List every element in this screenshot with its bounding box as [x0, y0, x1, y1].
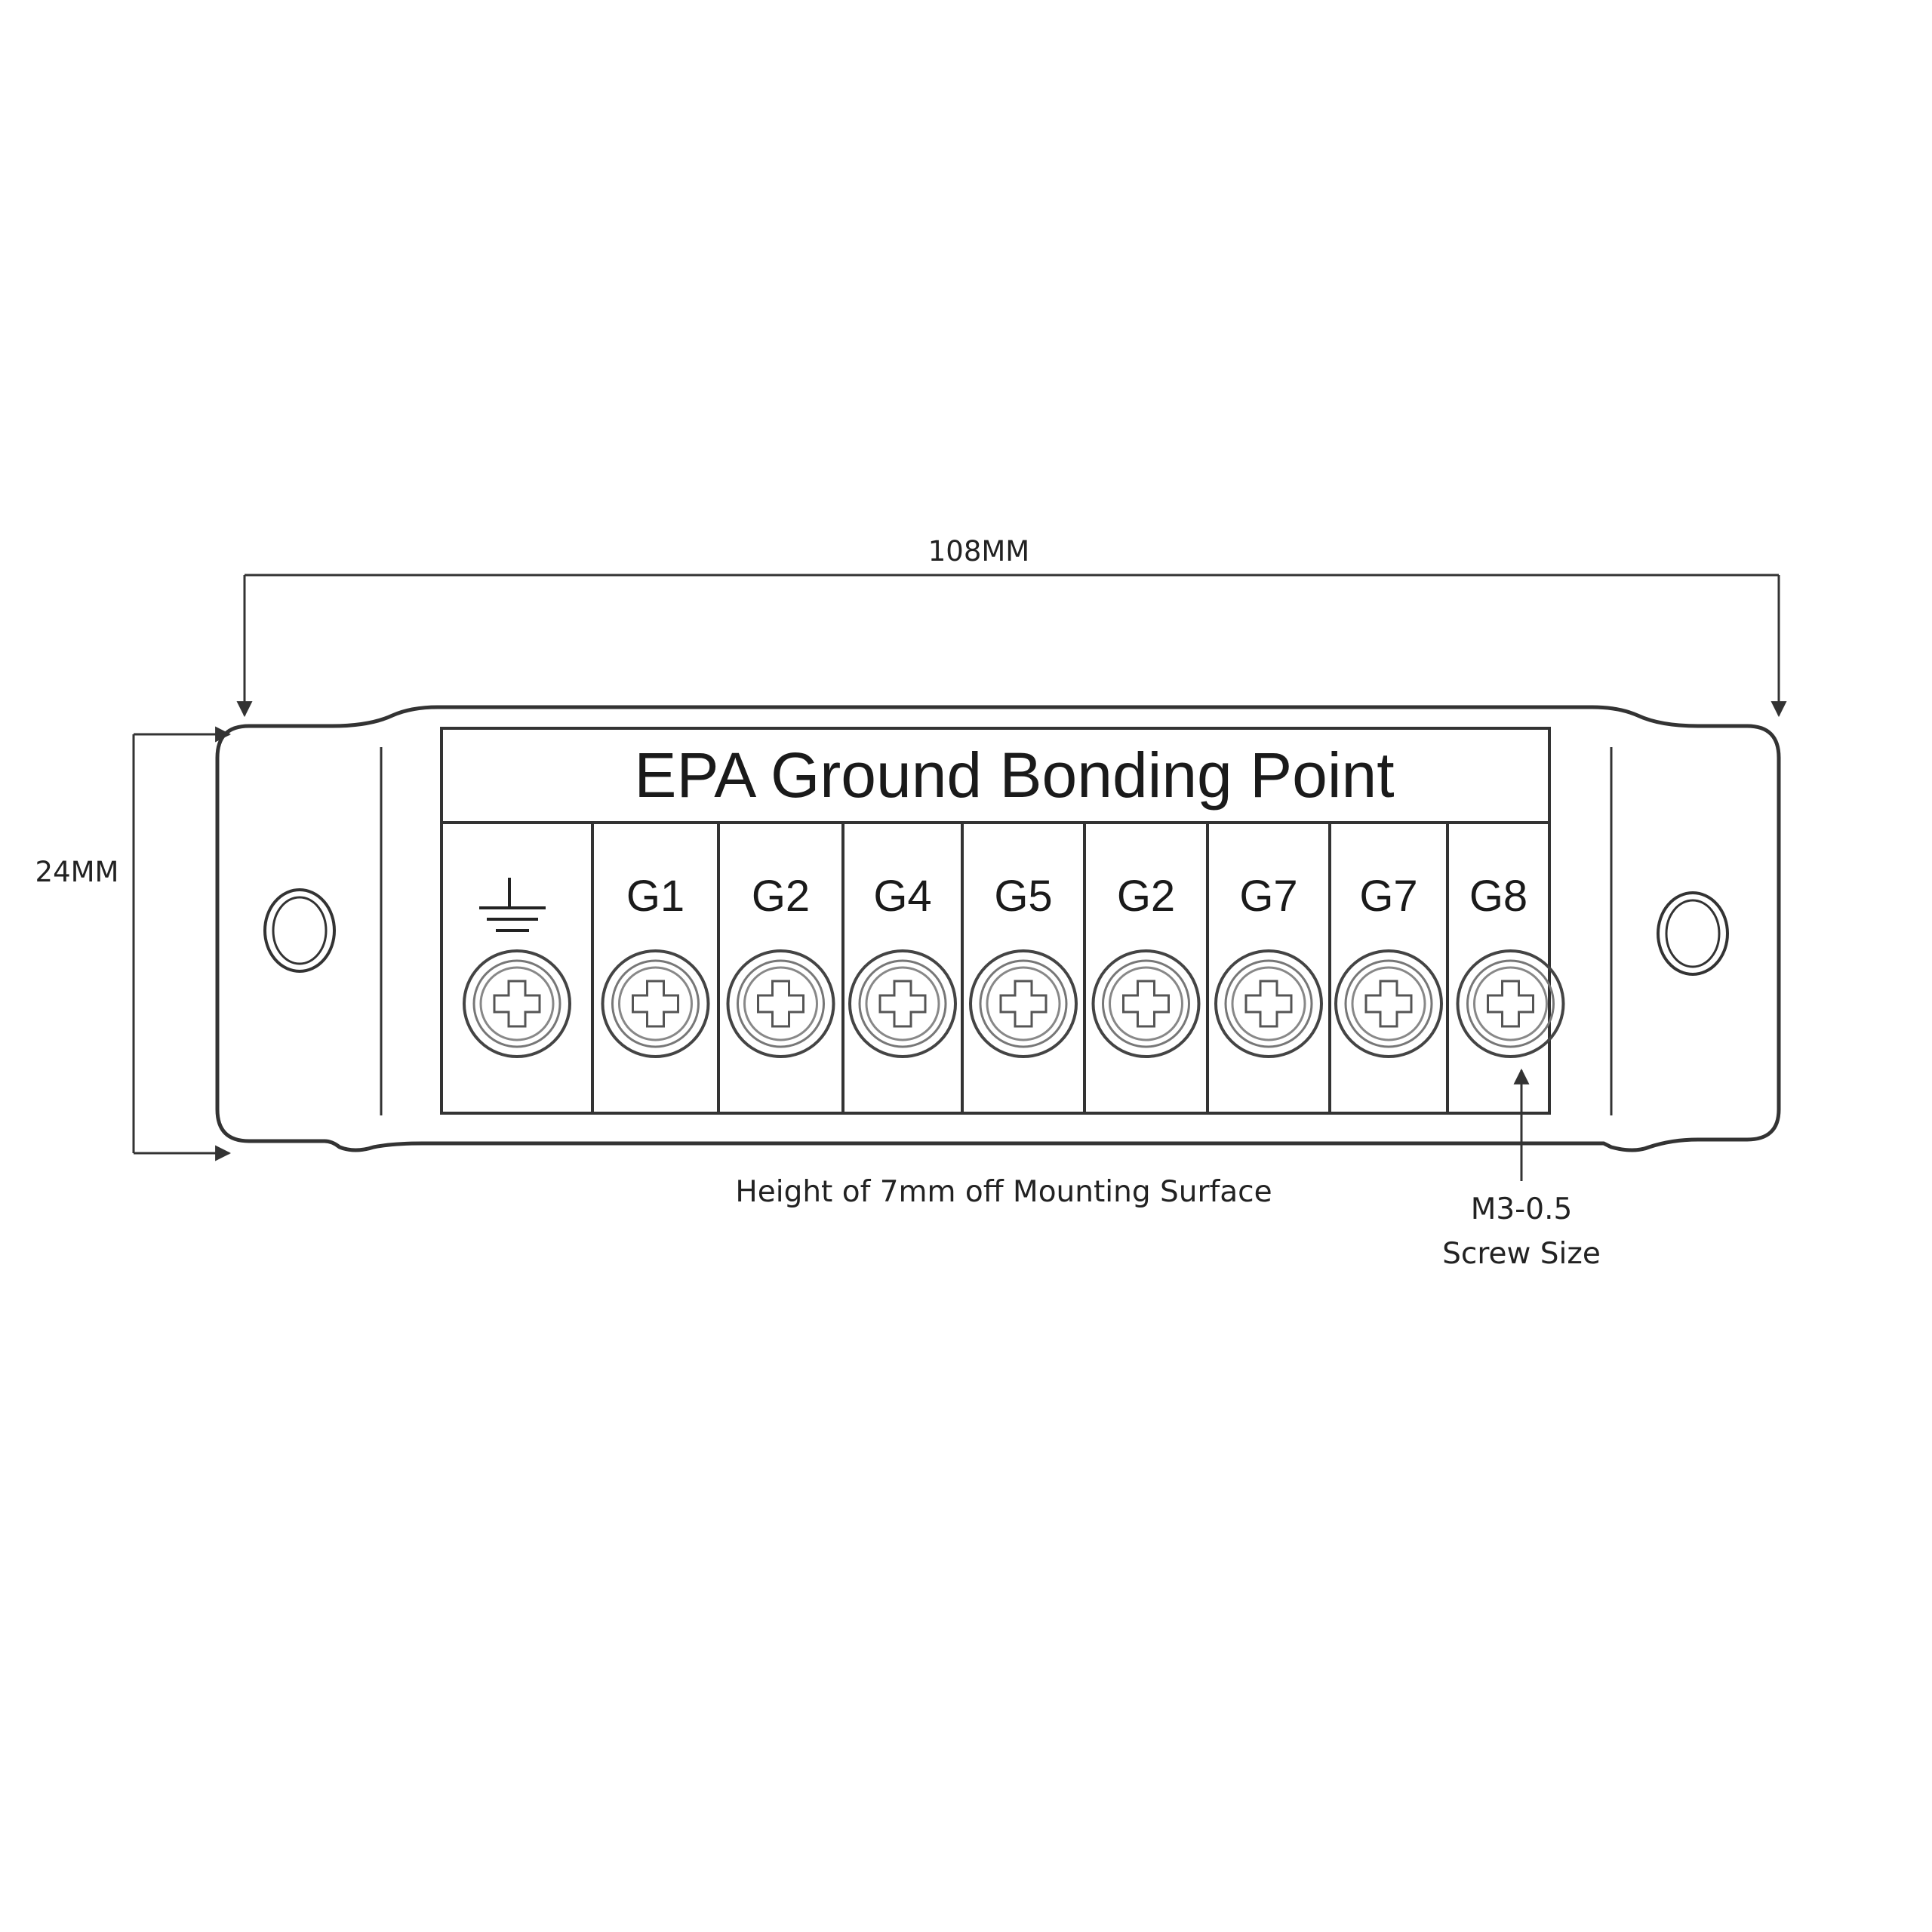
terminal-label: G1 — [626, 872, 685, 921]
phillips-screw-icon — [1456, 949, 1565, 1058]
screw-size-line2: Screw Size — [1442, 1237, 1601, 1271]
terminal-g4: G4 — [848, 872, 957, 1058]
height-dimension: 24MM — [35, 726, 232, 1161]
phillips-screw-icon — [848, 949, 957, 1058]
label-panel-border — [440, 727, 1551, 1115]
terminal-label: G7 — [1359, 872, 1417, 921]
terminal-ground — [463, 878, 571, 1058]
panel-title: EPA Ground Bonding Point — [634, 740, 1394, 811]
phillips-screw-icon — [1091, 949, 1201, 1058]
terminal-g7: G7 — [1214, 872, 1323, 1058]
mounting-hole-icon — [1657, 891, 1729, 976]
height-dimension-label: 24MM — [35, 856, 119, 888]
terminal-columns: G1 G2 G4 G5 G2 G7 G7 G8 — [463, 823, 1565, 1113]
terminal-label: G4 — [873, 872, 931, 921]
screw-size-callout: M3-0.5 Screw Size — [1442, 1068, 1601, 1271]
width-dimension-label: 108MM — [928, 535, 1029, 568]
phillips-screw-icon — [463, 949, 571, 1058]
width-dimension: 108MM — [236, 535, 1787, 718]
terminal-g2: G2 — [726, 872, 835, 1058]
terminal-g5: G5 — [969, 872, 1078, 1058]
terminal-label: G2 — [752, 872, 810, 921]
bar-body — [215, 705, 1781, 1152]
screw-size-line1: M3-0.5 — [1471, 1192, 1573, 1226]
ground-symbol-icon — [479, 878, 546, 932]
terminal-label: G7 — [1239, 872, 1297, 921]
height-note: Height of 7mm off Mounting Surface — [735, 1175, 1272, 1209]
terminal-label: G5 — [994, 872, 1052, 921]
phillips-screw-icon — [726, 949, 835, 1058]
terminal-g7: G7 — [1334, 872, 1443, 1058]
phillips-screw-icon — [1334, 949, 1443, 1058]
terminal-label: G2 — [1117, 872, 1175, 921]
terminal-g1: G1 — [601, 872, 710, 1058]
phillips-screw-icon — [601, 949, 710, 1058]
mounting-hole-icon — [263, 888, 336, 973]
phillips-screw-icon — [969, 949, 1078, 1058]
phillips-screw-icon — [1214, 949, 1323, 1058]
terminal-label: G8 — [1469, 872, 1527, 921]
terminal-g8: G8 — [1456, 872, 1565, 1058]
terminal-g2: G2 — [1091, 872, 1201, 1058]
